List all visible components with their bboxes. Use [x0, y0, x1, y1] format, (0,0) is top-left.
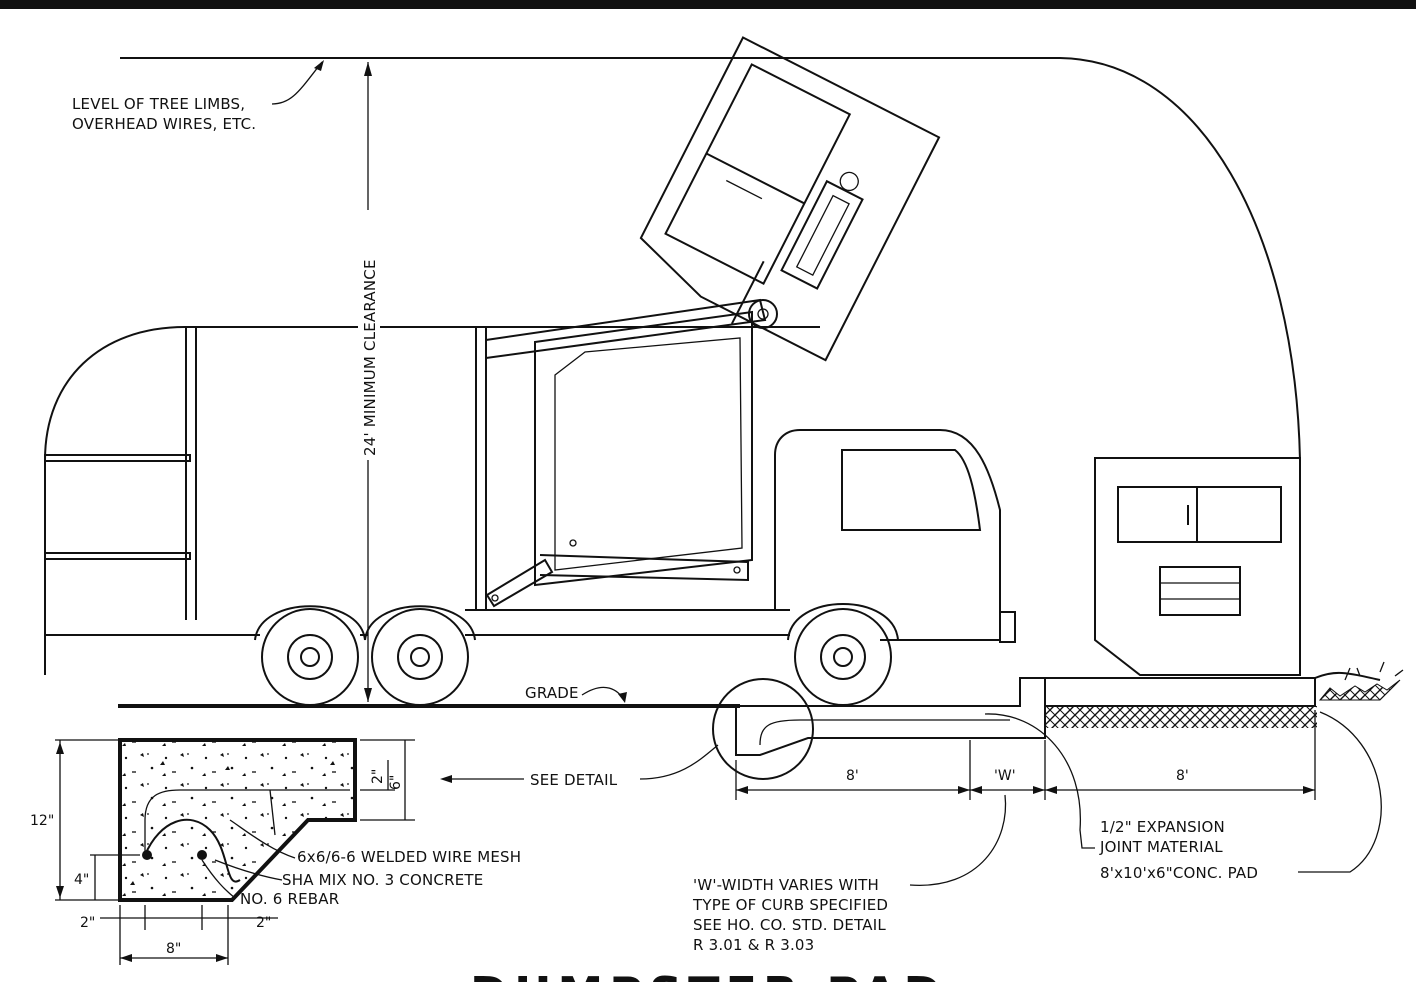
w-note-3: SEE HO. CO. STD. DETAIL — [693, 916, 886, 934]
clearance-envelope — [44, 57, 1301, 675]
w-width-note: 'W'-WIDTH VARIES WITH TYPE OF CURB SPECI… — [692, 794, 1007, 954]
rebar-label: NO. 6 REBAR — [240, 890, 339, 908]
drawing-title: DUMPSTER PAD — [470, 967, 948, 982]
dumpster-on-pad — [1094, 457, 1301, 676]
tree-limbs-note: LEVEL OF TREE LIMBS, OVERHEAD WIRES, ETC… — [72, 60, 324, 133]
clearance-dimension: 24' MINIMUM CLEARANCE — [358, 62, 380, 702]
conc-pad-label: 8'x10'x6"CONC. PAD — [1100, 864, 1258, 882]
expansion-label-2: JOINT MATERIAL — [1099, 838, 1223, 856]
curb-detail: 6x6/6-6 WELDED WIRE MESH SHA MIX NO. 3 C… — [30, 738, 521, 965]
detail-right-dim: 2" — [256, 915, 271, 931]
detail-height-dim: 12" — [30, 813, 54, 829]
expansion-joint-note: 1/2" EXPANSION JOINT MATERIAL 8'x10'x6"C… — [984, 711, 1382, 882]
tree-limbs-label-2: OVERHEAD WIRES, ETC. — [72, 115, 256, 133]
pad-right-dim: 8' — [1176, 768, 1189, 784]
w-note-4: R 3.01 & R 3.03 — [693, 936, 814, 954]
w-note-1: 'W'-WIDTH VARIES WITH — [693, 876, 879, 894]
tree-limbs-label-1: LEVEL OF TREE LIMBS, — [72, 95, 245, 113]
detail-top-dim: 2" — [370, 769, 386, 784]
concrete-label: SHA MIX NO. 3 CONCRETE — [282, 871, 483, 889]
clearance-label: 24' MINIMUM CLEARANCE — [361, 259, 379, 456]
pad-dimensions: 8' 'W' 8' — [735, 710, 1316, 800]
grade-label: GRADE — [525, 684, 579, 702]
grade: GRADE — [118, 684, 740, 708]
lifted-dumpster — [639, 36, 941, 362]
w-note-2: TYPE OF CURB SPECIFIED — [692, 896, 888, 914]
w-dim: 'W' — [994, 768, 1016, 784]
detail-left-dim: 2" — [80, 915, 95, 931]
see-detail-label: SEE DETAIL — [530, 771, 618, 789]
top-border — [0, 0, 1416, 9]
pad-section — [735, 661, 1404, 756]
wire-mesh-label: 6x6/6-6 WELDED WIRE MESH — [297, 848, 521, 866]
expansion-label-1: 1/2" EXPANSION — [1100, 818, 1225, 836]
detail-callout: SEE DETAIL — [440, 678, 814, 789]
detail-width-dim: 8" — [166, 941, 181, 957]
detail-six-dim: 6" — [388, 775, 404, 790]
garbage-truck — [44, 298, 1016, 706]
detail-four-dim: 4" — [74, 872, 89, 888]
pad-left-dim: 8' — [846, 768, 859, 784]
